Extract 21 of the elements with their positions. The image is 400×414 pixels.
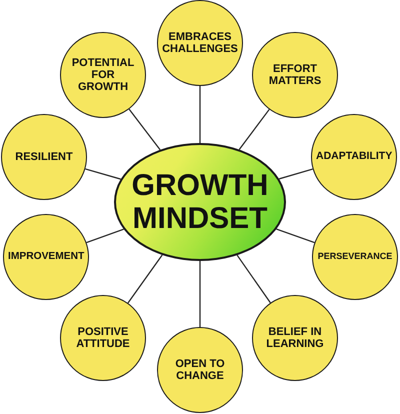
topic-label: ADAPTABILITY <box>316 151 392 163</box>
topic-label: POTENTIAL FOR GROWTH <box>70 56 136 94</box>
topic-label: BELIEF IN LEARNING <box>265 326 325 350</box>
topic-label: IMPROVEMENT <box>8 251 84 263</box>
connector-line <box>278 168 313 180</box>
connector-line <box>238 109 270 150</box>
connector-line <box>276 228 315 244</box>
connector-line <box>199 261 201 327</box>
topic-label: EMBRACES CHALLENGES <box>162 30 238 56</box>
topic-label: PERSEVERANCE <box>317 252 393 262</box>
connector-line <box>127 254 163 304</box>
central-title: GROWTH MINDSET <box>130 169 270 235</box>
topic-label: EFFORT MATTERS <box>268 62 322 88</box>
connector-line <box>85 168 121 180</box>
connector-line <box>86 228 124 244</box>
topic-label: OPEN TO CHANGE <box>174 358 226 382</box>
connector-line <box>236 254 271 304</box>
connector-line <box>128 108 161 150</box>
topic-label: RESILIENT <box>14 150 74 164</box>
connector-line <box>199 86 201 143</box>
topic-label: POSITIVE ATTITUDE <box>75 326 131 350</box>
